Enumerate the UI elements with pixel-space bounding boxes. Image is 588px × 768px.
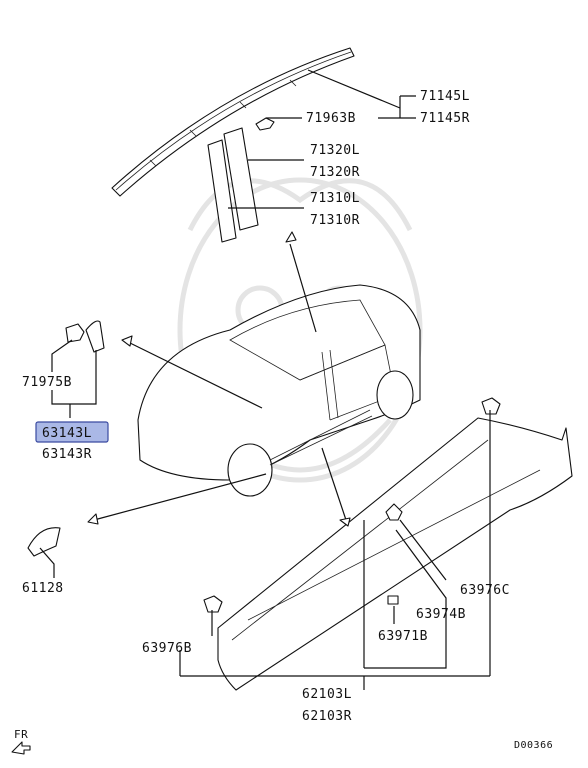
clip-71963B-icon[interactable] — [255, 117, 275, 131]
diagram-code: D00366 — [514, 740, 553, 751]
callout-arrows — [87, 231, 351, 527]
label-71963B[interactable]: 71963B — [306, 111, 356, 126]
screw-63971B-icon[interactable] — [387, 595, 399, 605]
label-62103R[interactable]: 62103R — [302, 709, 352, 724]
label-63976B[interactable]: 63976B — [142, 641, 192, 656]
label-63143L[interactable]: 63143L — [42, 426, 92, 441]
fender-cover-63143-part[interactable] — [85, 320, 105, 353]
front-direction-indicator: FR — [11, 728, 31, 755]
label-63971B[interactable]: 63971B — [378, 629, 428, 644]
pillar-garnish-part[interactable] — [207, 127, 259, 243]
label-71145L[interactable]: 71145L — [420, 89, 470, 104]
vehicle-outline — [137, 284, 421, 497]
clip-63976C-icon[interactable] — [481, 397, 501, 415]
fr-label: FR — [14, 728, 28, 741]
side-sill-garnish-part[interactable] — [217, 417, 573, 691]
clip-63974B-icon[interactable] — [385, 503, 403, 521]
label-71145R[interactable]: 71145R — [420, 111, 470, 126]
label-71320R[interactable]: 71320R — [310, 165, 360, 180]
label-71310L[interactable]: 71310L — [310, 191, 360, 206]
roof-molding-part[interactable] — [111, 47, 355, 197]
label-71320L[interactable]: 71320L — [310, 143, 360, 158]
clip-71975B-icon[interactable] — [65, 323, 85, 343]
label-62103L[interactable]: 62103L — [302, 687, 352, 702]
label-63976C[interactable]: 63976C — [460, 583, 510, 598]
front-arrow-icon — [11, 741, 31, 755]
label-63143R[interactable]: 63143R — [42, 447, 92, 462]
side-lamp-61128-part[interactable] — [27, 527, 61, 557]
label-61128[interactable]: 61128 — [22, 581, 64, 596]
leader-lines — [39, 69, 491, 690]
clip-63976B-icon[interactable] — [203, 595, 223, 613]
label-71310R[interactable]: 71310R — [310, 213, 360, 228]
label-71975B[interactable]: 71975B — [22, 375, 72, 390]
label-63974B[interactable]: 63974B — [416, 607, 466, 622]
highlight-box-63143L — [35, 421, 109, 443]
